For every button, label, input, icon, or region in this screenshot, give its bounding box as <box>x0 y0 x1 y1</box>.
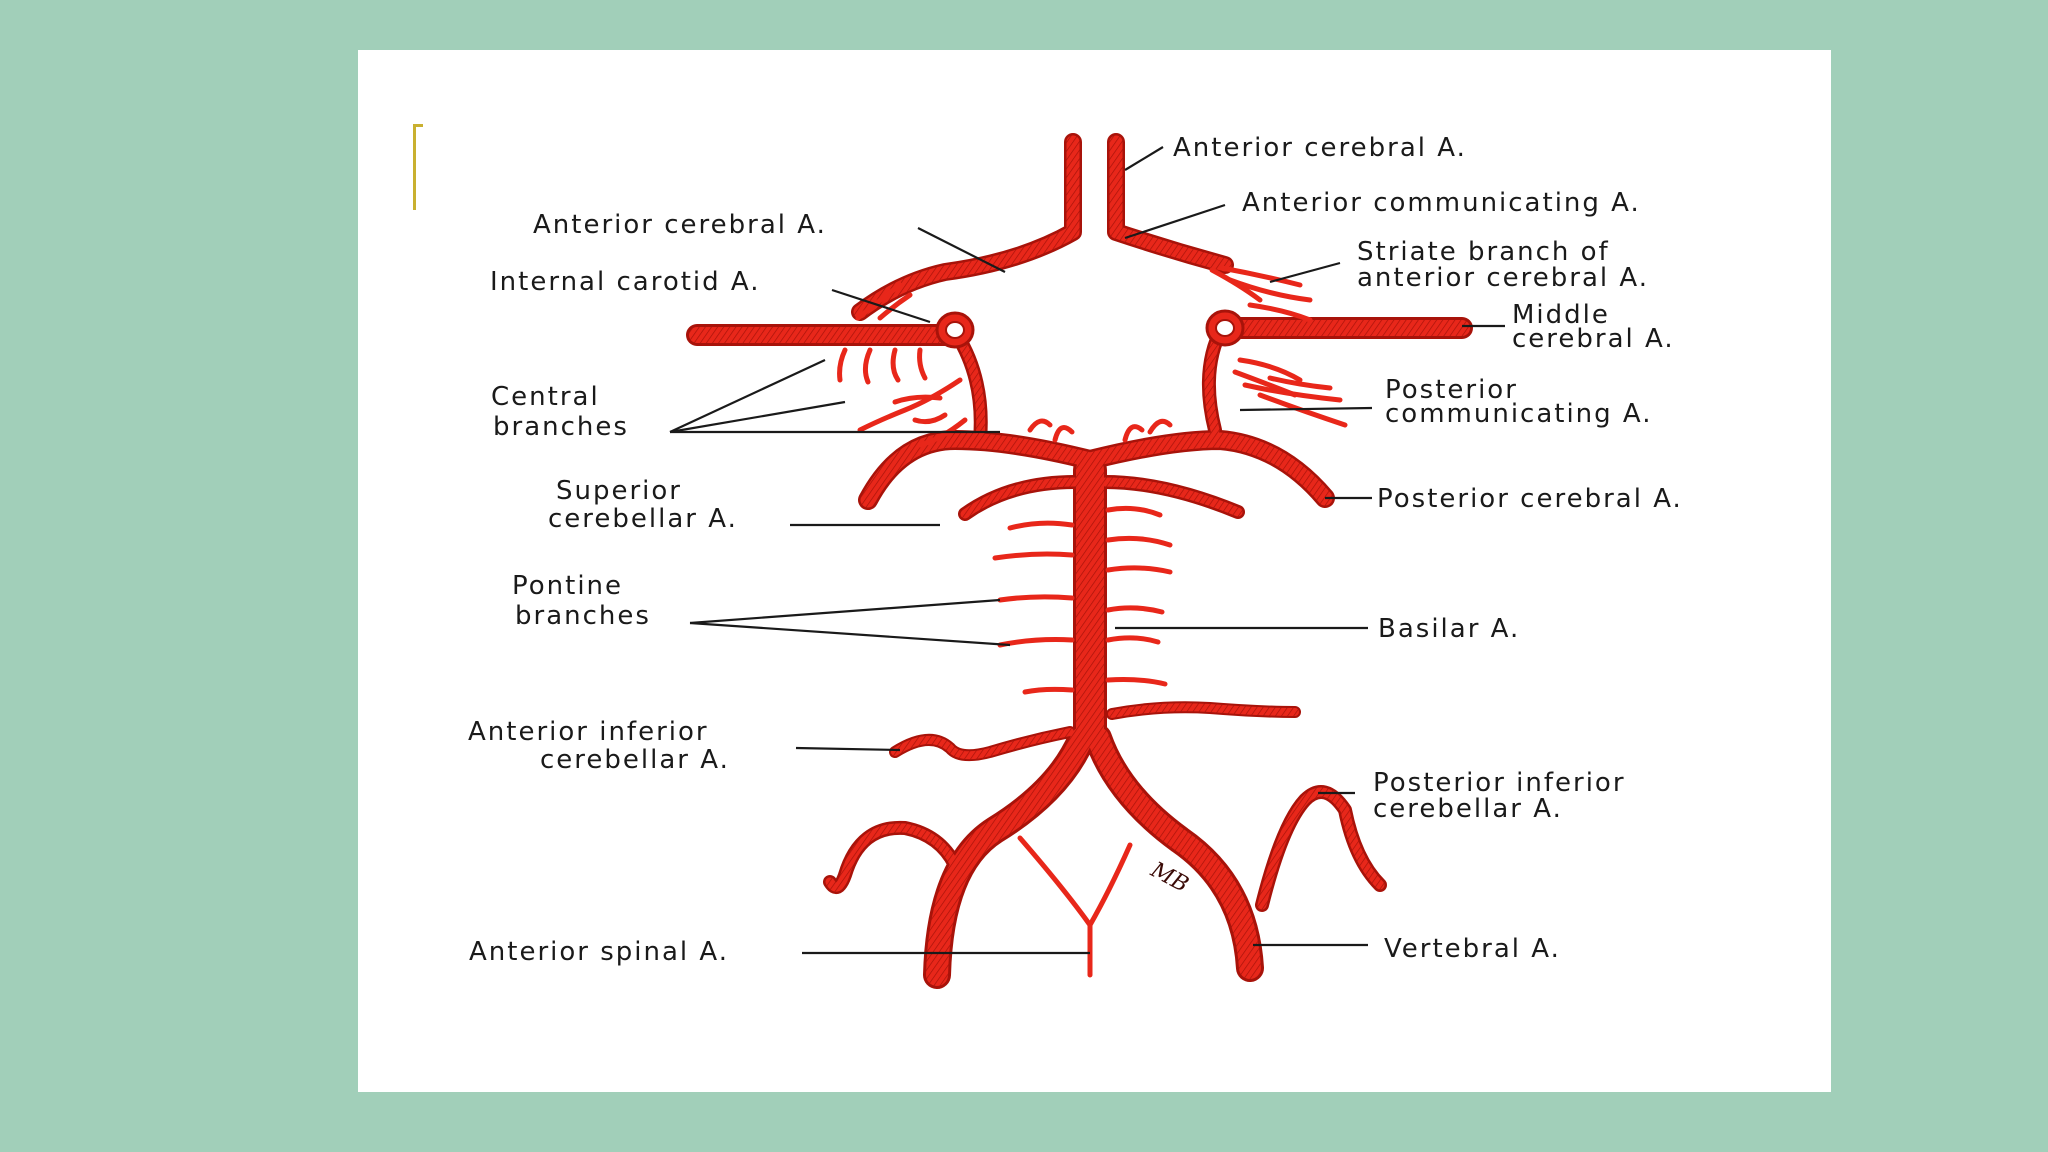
label-pica-line2: cerebellar A. <box>1373 794 1563 824</box>
label-anterior-communicating: Anterior communicating A. <box>1242 188 1641 218</box>
artery-network <box>686 133 1473 989</box>
illustrator-signature: MB <box>1146 857 1193 898</box>
label-superior-line1: Superior <box>556 476 682 506</box>
diagram-labels: Anterior cerebral A. Anterior communicat… <box>468 133 1683 967</box>
label-superior-line2: cerebellar A. <box>548 504 738 534</box>
label-posterior-cerebral: Posterior cerebral A. <box>1377 484 1683 514</box>
anterior-spinal-vessel <box>1017 835 1133 978</box>
label-aica-line1: Anterior inferior <box>468 717 709 747</box>
label-striate-line1: Striate branch of <box>1357 237 1610 267</box>
label-basilar: Basilar A. <box>1378 614 1520 644</box>
label-anterior-cerebral-top: Anterior cerebral A. <box>1173 133 1467 163</box>
label-anterior-spinal: Anterior spinal A. <box>469 937 729 967</box>
label-middle-line1: Middle <box>1512 300 1610 330</box>
label-striate-line2: anterior cerebral A. <box>1357 263 1649 293</box>
label-central-line1: Central <box>491 382 600 412</box>
label-anterior-cerebral-left: Anterior cerebral A. <box>533 210 827 240</box>
title-bracket-accent <box>413 124 423 210</box>
striate-branches <box>1209 265 1348 428</box>
label-post-comm-line2: communicating A. <box>1385 399 1653 429</box>
label-pontine-line2: branches <box>515 601 651 631</box>
central-branches <box>837 282 1173 448</box>
label-middle-line2: cerebral A. <box>1512 324 1675 354</box>
label-central-line2: branches <box>493 412 629 442</box>
label-aica-line2: cerebellar A. <box>540 745 730 775</box>
leader-lines <box>669 146 1505 955</box>
label-vertebral: Vertebral A. <box>1384 934 1561 964</box>
label-pica-line1: Posterior inferior <box>1373 768 1626 798</box>
label-post-comm-line1: Posterior <box>1385 375 1518 405</box>
label-internal-carotid: Internal carotid A. <box>490 267 761 297</box>
label-pontine-line1: Pontine <box>512 571 623 601</box>
